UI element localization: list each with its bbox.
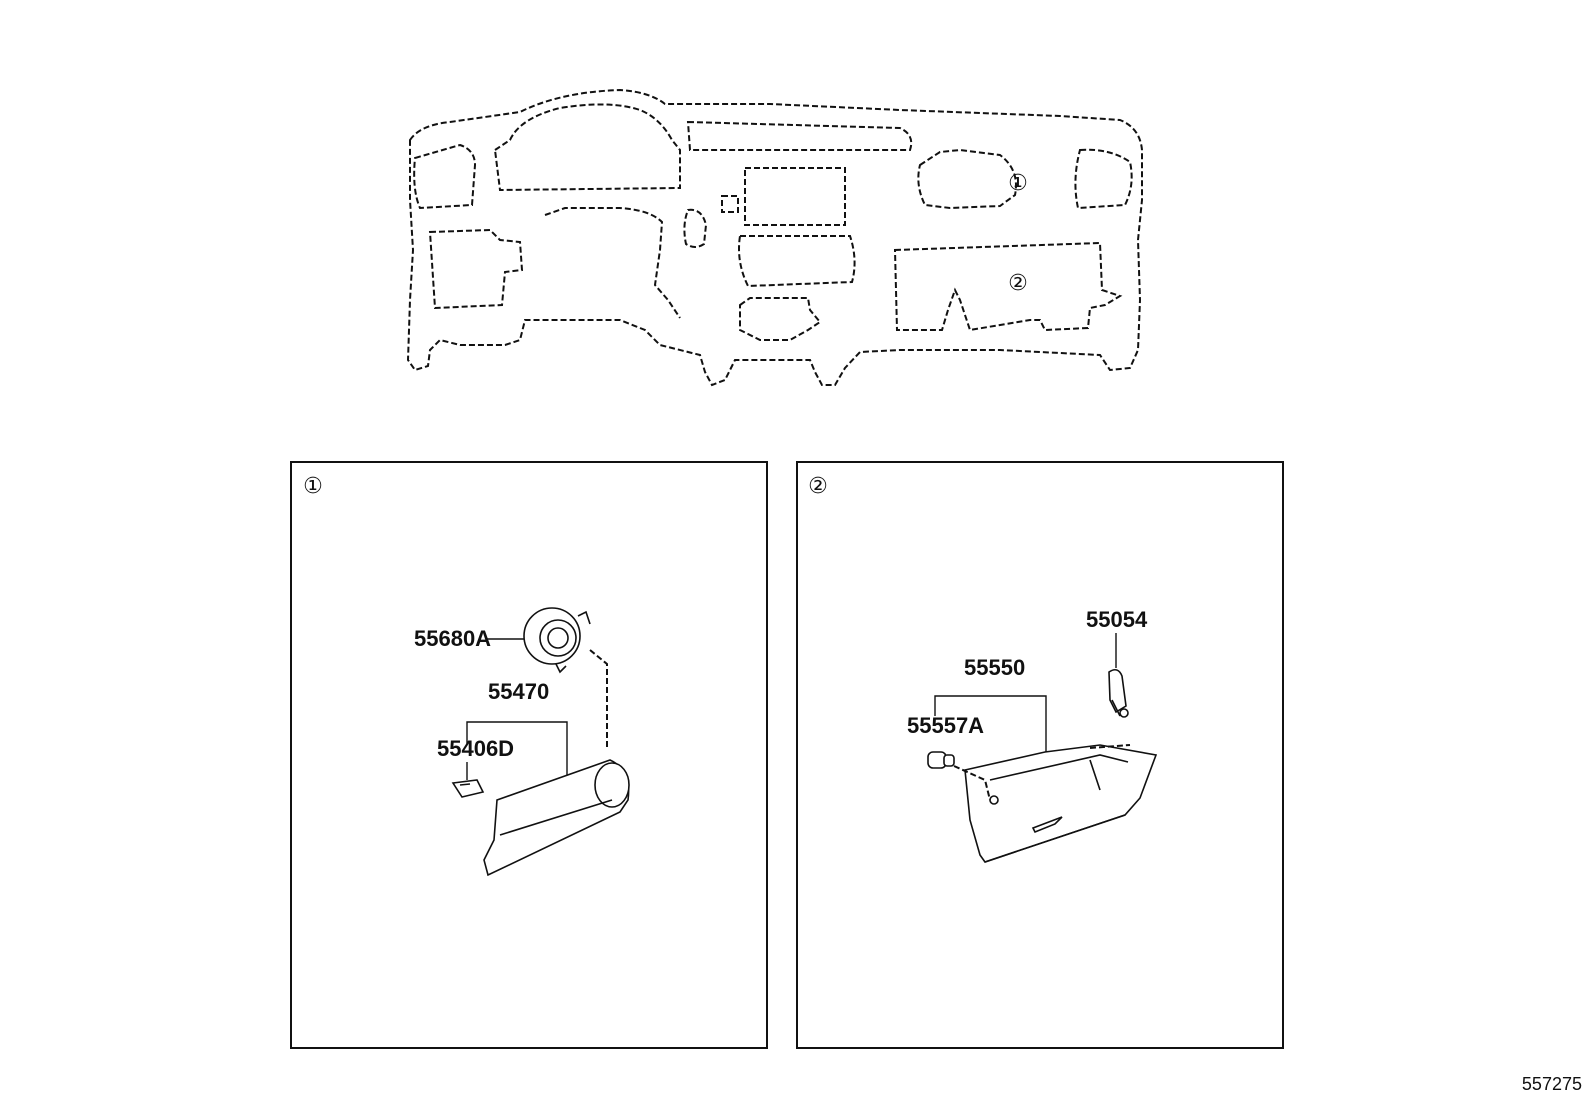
upper-right-glovebox-outline — [917, 148, 1017, 210]
left-lower-panel-outline — [428, 228, 524, 310]
center-display-outline — [744, 167, 846, 226]
overview-callout-1: ① — [1008, 171, 1028, 196]
label-55470: 55470 — [488, 679, 549, 704]
top-strip-outline — [686, 120, 913, 151]
dashboard-overview: ① ② — [406, 88, 1143, 387]
panel-1-frame — [290, 461, 768, 1049]
bracket-55550 — [934, 695, 1047, 758]
part-55557A-illustration — [927, 751, 955, 769]
part-55470-illustration — [483, 759, 630, 877]
assembly-line-55680A — [589, 649, 608, 748]
center-pod-outline — [683, 208, 708, 248]
label-55680A: 55680A — [414, 626, 491, 651]
panel-2-marker: ② — [808, 474, 828, 499]
detail-panel-2: ② 55054 55550 55557A — [796, 461, 1284, 1049]
center-panel-outline — [738, 235, 856, 288]
label-55406D: 55406D — [437, 736, 514, 761]
overview-callout-2: ② — [1008, 271, 1028, 296]
label-55550: 55550 — [964, 655, 1025, 680]
steering-opening-outline — [544, 207, 681, 319]
part-55054-illustration — [1108, 668, 1129, 718]
right-vent-outline — [1074, 148, 1133, 210]
part-55406D-illustration — [451, 779, 485, 798]
lower-right-glovebox-outline — [893, 241, 1123, 332]
console-outline — [739, 297, 822, 341]
bracket-55470 — [466, 721, 568, 780]
small-switch-outline — [721, 195, 739, 213]
gauge-cluster-outline — [493, 103, 681, 192]
panel-1-marker: ① — [303, 474, 323, 499]
part-55680A-illustration — [523, 607, 591, 674]
document-number: 557275 — [1522, 1074, 1582, 1094]
label-55054: 55054 — [1086, 607, 1148, 632]
assembly-line-55557A — [953, 765, 991, 801]
detail-panel-1: ① 55680A 55470 55406D — [290, 461, 768, 1049]
label-55557A: 55557A — [907, 713, 984, 738]
left-vent-outline — [413, 143, 477, 210]
part-55550-illustration — [964, 744, 1158, 863]
dashboard-outline — [406, 88, 1143, 387]
panel-2-frame — [796, 461, 1284, 1049]
